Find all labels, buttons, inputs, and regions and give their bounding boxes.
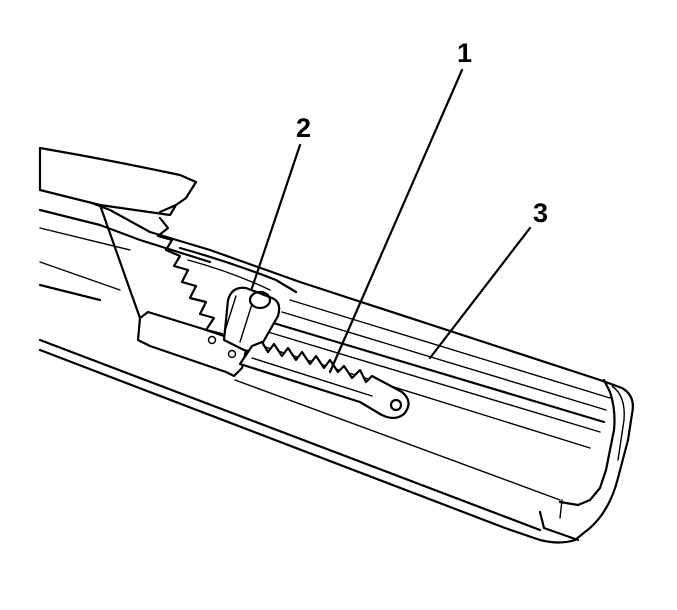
callout-1: 1	[457, 38, 472, 68]
seat-bracket	[38, 146, 298, 378]
callout-2: 2	[296, 113, 311, 143]
leader-lines	[250, 68, 532, 374]
roller-pin	[222, 286, 281, 353]
callout-3: 3	[533, 198, 548, 228]
toothed-latch-bar	[238, 340, 410, 420]
seat-track-rail	[38, 181, 634, 544]
